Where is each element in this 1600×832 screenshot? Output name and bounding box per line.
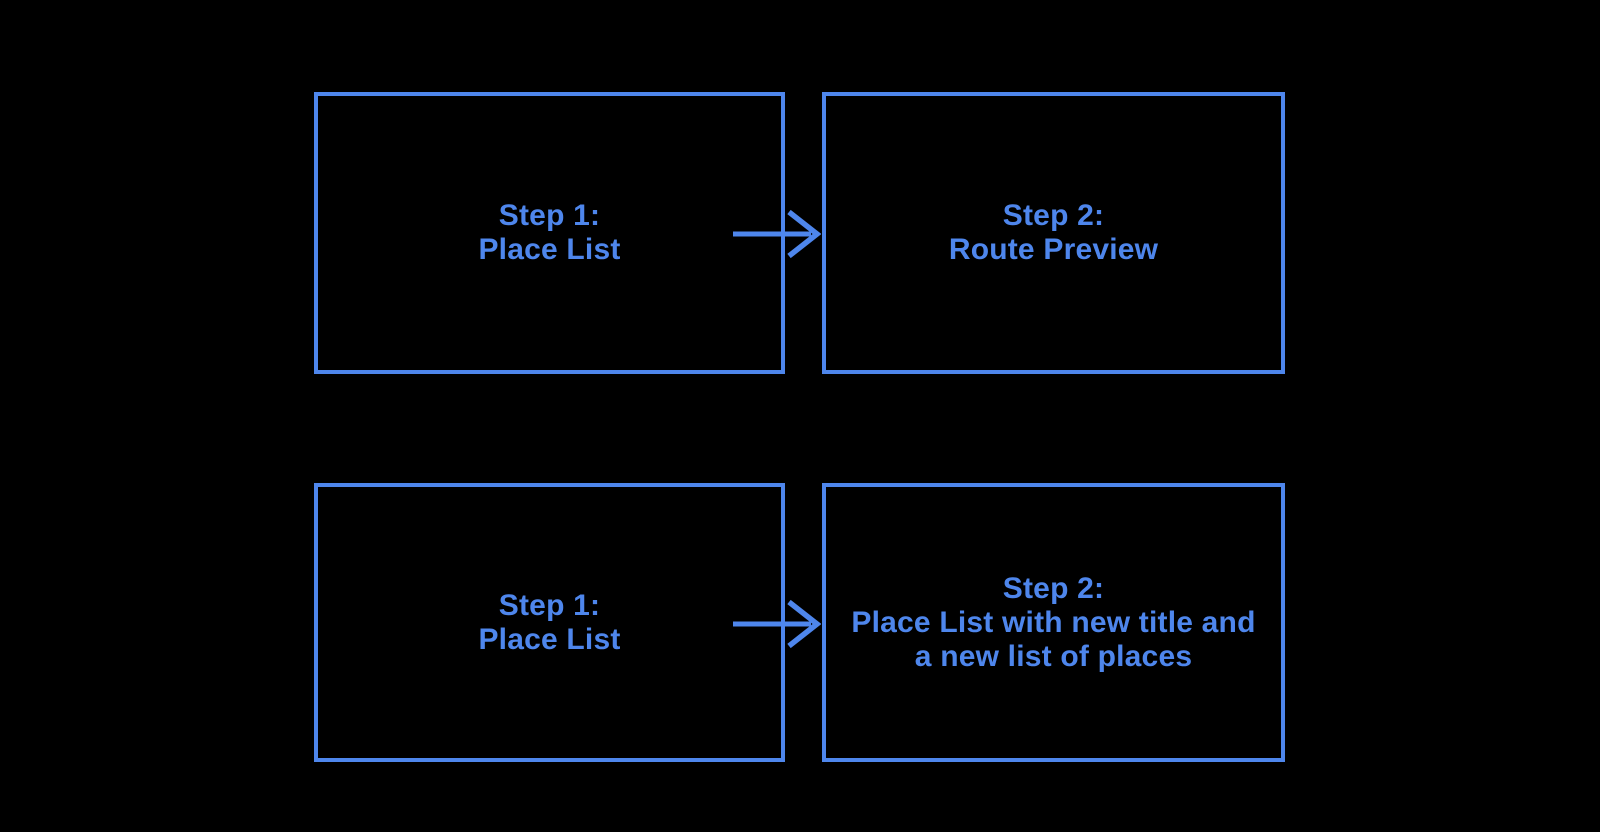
flow-box-step1-place-list-top: Step 1: Place List [314, 92, 785, 374]
box-text-line: Step 1: [498, 588, 601, 622]
box-text-line: Place List [478, 622, 621, 656]
box-text-line: a new list of places [914, 639, 1193, 673]
arrow-right-icon [733, 599, 821, 649]
box-text-line: Step 2: [1002, 571, 1105, 605]
flow-box-step2-place-list-updated: Step 2: Place List with new title and a … [822, 483, 1285, 762]
flow-box-step1-place-list-bottom: Step 1: Place List [314, 483, 785, 762]
box-text-line: Step 1: [498, 199, 601, 232]
arrow-right-icon [733, 209, 821, 259]
box-text-line: Place List [478, 233, 621, 266]
box-text-line: Route Preview [948, 233, 1159, 266]
box-text-line: Place List with new title and [851, 605, 1256, 639]
box-text-line: Step 2: [1002, 199, 1105, 232]
flow-box-step2-route-preview: Step 2: Route Preview [822, 92, 1285, 374]
